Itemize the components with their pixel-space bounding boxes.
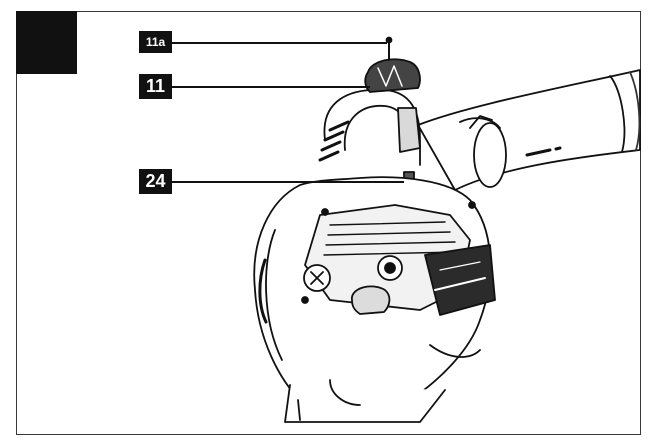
leader-line-11a (172, 42, 387, 44)
callout-24: 24 (139, 169, 172, 194)
callout-11a: 11a (139, 31, 172, 53)
figure-frame (16, 11, 641, 435)
leader-line-11 (172, 86, 370, 88)
leader-line-24 (172, 181, 404, 183)
callout-11: 11 (139, 74, 172, 99)
figure-corner-block (16, 11, 77, 74)
